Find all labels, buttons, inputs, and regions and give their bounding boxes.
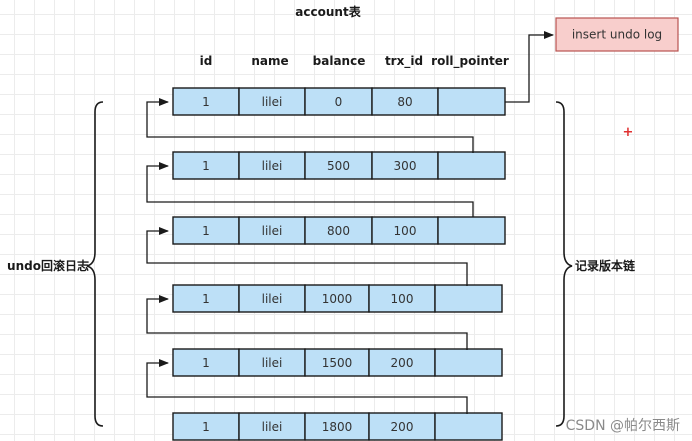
table-cell xyxy=(172,412,240,441)
version-chain-label: 记录版本链 xyxy=(575,258,636,273)
column-header-roll-pointer: roll_pointer xyxy=(431,54,509,69)
table-cell-value: 1800 xyxy=(322,420,353,434)
column-header-trx-id: trx_id xyxy=(385,54,423,69)
table-cell xyxy=(437,87,506,116)
table-cell xyxy=(172,87,240,116)
table-cell xyxy=(238,87,306,116)
table-row: 1 lilei 0 80 xyxy=(172,87,506,116)
table-row: 1 lilei 1800 200 xyxy=(172,412,503,441)
table-cell xyxy=(368,412,436,441)
table-cell xyxy=(238,151,306,180)
table-row: 1 lilei 1500 200 xyxy=(172,348,503,377)
table-cell xyxy=(371,151,439,180)
table-title: account表 xyxy=(295,4,361,19)
table-cell xyxy=(437,216,506,245)
column-header-balance: balance xyxy=(313,54,366,68)
table-cell-value: 1 xyxy=(202,95,210,109)
insert-undo-log-label: insert undo log xyxy=(572,28,662,42)
table-cell xyxy=(371,216,439,245)
table-row: 1 lilei 500 300 xyxy=(172,151,506,180)
table-cell xyxy=(172,216,240,245)
table-cell xyxy=(304,151,373,180)
column-header-id: id xyxy=(200,54,213,68)
table-cell-value: 200 xyxy=(391,420,414,434)
table-cell-value: 800 xyxy=(327,224,350,238)
roll-pointer-link xyxy=(146,295,468,350)
roll-pointer-links xyxy=(146,98,474,414)
table-cell-value: 100 xyxy=(391,292,414,306)
table-cell-value: 1 xyxy=(202,356,210,370)
table-cell-value: lilei xyxy=(262,95,283,109)
table-cell-value: lilei xyxy=(262,356,283,370)
table-cell-value: lilei xyxy=(262,420,283,434)
roll-pointer-link xyxy=(146,359,468,414)
version-chain-brace xyxy=(555,101,573,427)
table-cell xyxy=(371,87,439,116)
table-cell-value: lilei xyxy=(262,292,283,306)
table-cell xyxy=(304,348,370,377)
roll-pointer-link xyxy=(146,98,474,153)
table-cell xyxy=(238,348,306,377)
insert-undo-log-box xyxy=(555,17,679,52)
table-cell xyxy=(304,284,370,313)
table-cell xyxy=(172,151,240,180)
table-cell xyxy=(368,348,436,377)
table-cell-value: 1000 xyxy=(322,292,353,306)
table-cell-value: 1 xyxy=(202,159,210,173)
table-cell-value: 1 xyxy=(202,224,210,238)
table-cell xyxy=(434,412,503,441)
plus-marker-icon: + xyxy=(623,125,634,140)
table-row: 1 lilei 800 100 xyxy=(172,216,506,245)
insert-undo-log-arrow xyxy=(505,31,554,103)
table-cell-value: 1 xyxy=(202,420,210,434)
roll-pointer-link xyxy=(146,162,474,217)
table-cell xyxy=(238,412,306,441)
table-cell xyxy=(172,284,240,313)
table-cell-value: lilei xyxy=(262,224,283,238)
table-cell-value: 100 xyxy=(394,224,417,238)
table-cell-value: 0 xyxy=(335,95,343,109)
undo-log-brace xyxy=(86,101,104,427)
undo-log-label: undo回滚日志 xyxy=(7,258,89,273)
table-cell xyxy=(434,284,503,313)
table-cell-value: 1 xyxy=(202,292,210,306)
table-cell-value: 80 xyxy=(397,95,412,109)
table-row: 1 lilei 1000 100 xyxy=(172,284,503,313)
table-cell xyxy=(434,348,503,377)
table-cell-value: lilei xyxy=(262,159,283,173)
table-cell-value: 500 xyxy=(327,159,350,173)
column-header-name: name xyxy=(251,54,288,68)
table-cell-value: 1500 xyxy=(322,356,353,370)
table-cell-value: 300 xyxy=(394,159,417,173)
roll-pointer-link xyxy=(146,227,468,286)
watermark: CSDN @帕尔西斯 xyxy=(566,418,680,434)
table-cell xyxy=(304,216,373,245)
table-cell-value: 200 xyxy=(391,356,414,370)
table-cell xyxy=(437,151,506,180)
table-cell xyxy=(368,284,436,313)
